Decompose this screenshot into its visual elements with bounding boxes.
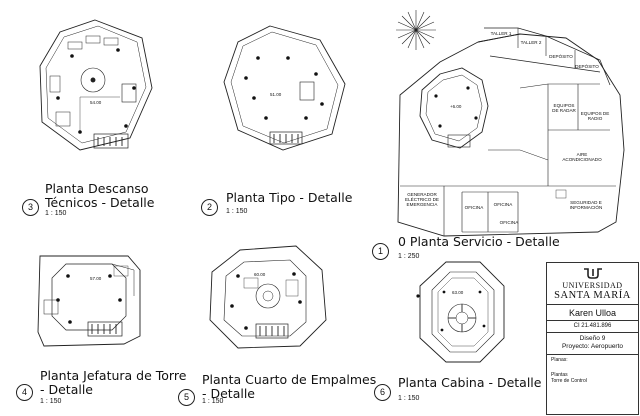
plan-cabina bbox=[419, 261, 505, 363]
view-number-5: 5 bbox=[178, 389, 195, 406]
view-scale-4: 1 : 150 bbox=[40, 398, 62, 405]
view-scale-3: 1 : 150 bbox=[45, 210, 67, 217]
room-deposito-1: DEPÓSITO bbox=[549, 54, 573, 59]
room-deposito-2: DEPÓSITO bbox=[575, 64, 599, 69]
sheet-content-line-2: Torre de Control bbox=[551, 378, 587, 384]
title-block: UNIVERSIDAD SANTA MARÍA Karen Ulloa CI 2… bbox=[546, 262, 639, 415]
room-equipos-radio: EQUIPOS DE RADIO bbox=[580, 111, 610, 122]
room-taller-1: TALLER 1 bbox=[490, 31, 512, 36]
view-scale-6: 1 : 150 bbox=[398, 395, 420, 402]
university-logo bbox=[584, 268, 602, 279]
view-number-1: 1 bbox=[372, 243, 389, 260]
view-title-1: 0 Planta Servicio - Detalle bbox=[398, 234, 560, 249]
plan-descanso-tecnicos bbox=[39, 19, 153, 151]
view-number-4: 4 bbox=[16, 384, 33, 401]
view-number-6: 6 bbox=[374, 384, 391, 401]
view-number-2: 2 bbox=[201, 199, 218, 216]
elevation-mark-view-2: 51.00 bbox=[270, 92, 282, 97]
course-name: Diseño 9 bbox=[579, 335, 606, 342]
elevation-mark-view-4: 57.00 bbox=[90, 276, 102, 281]
planas-label: Planas: bbox=[551, 357, 568, 363]
view-scale-2: 1 : 150 bbox=[226, 208, 248, 215]
title-block-divider bbox=[547, 332, 638, 333]
view-number-3: 3 bbox=[22, 199, 39, 216]
plan-tipo bbox=[223, 25, 346, 151]
view-title-3: Planta Descanso Técnicos - Detalle bbox=[45, 181, 155, 210]
title-block-divider bbox=[547, 304, 638, 305]
plan-servicio bbox=[397, 27, 625, 237]
view-scale-5: 1 : 150 bbox=[202, 398, 224, 405]
room-oficina-2: OFICINA bbox=[493, 202, 513, 207]
project-name: Proyecto: Aeropuerto bbox=[561, 343, 624, 350]
view-title-4: Planta Jefatura de Torre - Detalle bbox=[40, 368, 187, 397]
room-equipos-radar: EQUIPOS DE RADAR bbox=[552, 103, 576, 114]
view-scale-1: 1 : 250 bbox=[398, 253, 420, 260]
plan-cuarto-empalmes bbox=[209, 245, 327, 349]
tree-symbol bbox=[396, 10, 436, 50]
elevation-mark-view-6: 63.00 bbox=[452, 290, 464, 295]
column-markers bbox=[56, 48, 486, 332]
view-title-6: Planta Cabina - Detalle bbox=[398, 375, 542, 390]
author-id: CI 21.481.896 bbox=[573, 323, 612, 329]
title-block-divider bbox=[547, 354, 638, 355]
elevation-mark-view-5: 60.00 bbox=[254, 272, 266, 277]
author-name: Karen Ulloa bbox=[568, 308, 617, 318]
title-block-divider bbox=[547, 320, 638, 321]
university-name-line-2: SANTA MARÍA bbox=[554, 290, 631, 301]
room-aire-acondicionado: AIRE ACONDICIONADO bbox=[562, 152, 602, 163]
sheet-content-line-1: Plantas bbox=[551, 372, 568, 378]
elevation-mark-view-3: 54.00 bbox=[90, 100, 102, 105]
elevation-mark-view-1: +6.00 bbox=[450, 104, 462, 109]
view-title-5: Planta Cuarto de Empalmes - Detalle bbox=[202, 372, 377, 401]
view-title-2: Planta Tipo - Detalle bbox=[226, 190, 353, 205]
room-taller-2: TALLER 2 bbox=[520, 40, 542, 45]
plan-jefatura-torre bbox=[37, 255, 141, 347]
university-name-line-1: UNIVERSIDAD bbox=[562, 281, 623, 290]
room-oficina-1: OFICINA bbox=[464, 205, 484, 210]
room-seguridad: SEGURIDAD E INFORMACIÓN bbox=[569, 200, 603, 211]
room-oficina-3: OFICINA bbox=[499, 220, 519, 225]
room-generador: GENERADOR ELÉCTRICO DE EMERGENCIA bbox=[405, 192, 439, 208]
